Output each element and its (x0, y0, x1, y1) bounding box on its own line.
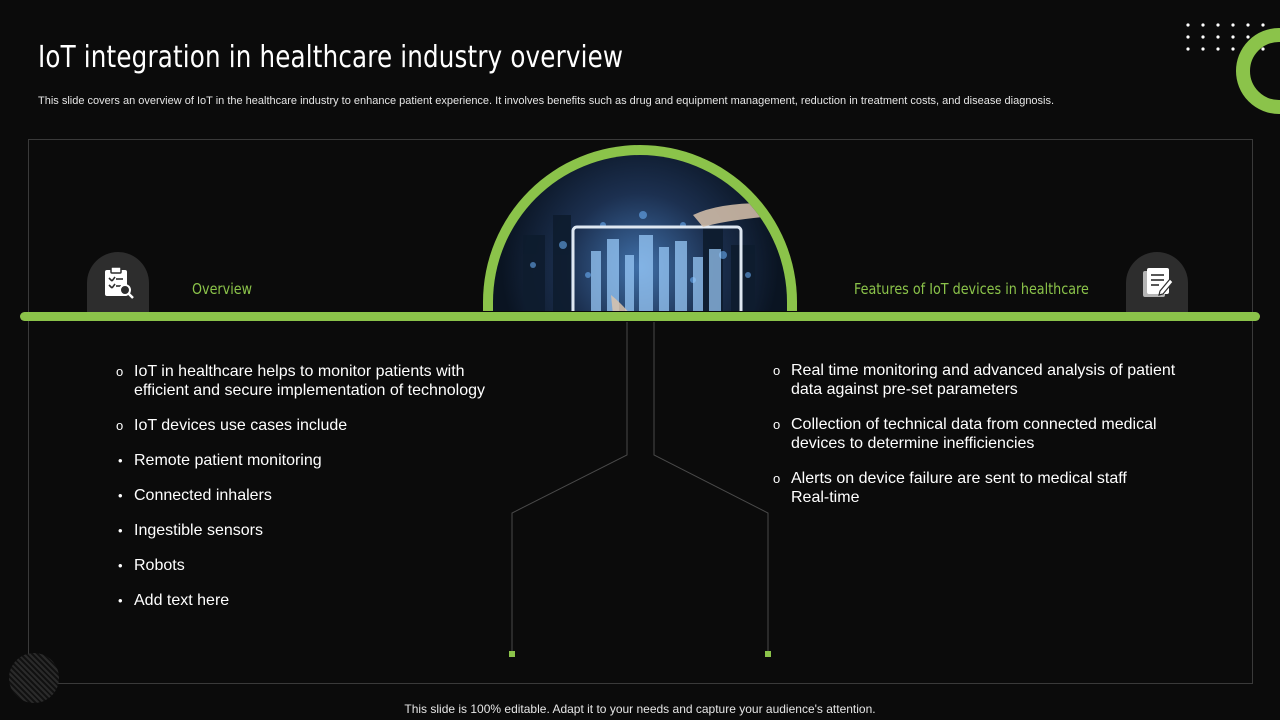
overview-icon-tab (87, 252, 149, 312)
circle-bullet-icon (773, 361, 785, 380)
circle-bullet-icon (773, 469, 785, 488)
footer-note: This slide is 100% editable. Adapt it to… (404, 702, 876, 716)
smart-city-image (493, 155, 787, 311)
circle-bullet-icon (116, 416, 128, 435)
circle-bullet-icon (773, 415, 785, 434)
features-list: Real time monitoring and advanced analys… (773, 361, 1213, 507)
circle-bullet-icon (116, 362, 128, 381)
overview-label: Overview (192, 280, 253, 298)
features-label: Features of IoT devices in healthcare (854, 280, 1089, 298)
clipboard-search-icon (105, 266, 134, 299)
features-icon-tab (1126, 252, 1188, 312)
list-item: Robots (118, 556, 185, 575)
list-item: Remote patient monitoring (118, 451, 322, 470)
page-subtitle: This slide covers an overview of IoT in … (38, 95, 1055, 107)
list-item: Alerts on device failure are sent to med… (773, 469, 1213, 507)
decorative-hatched-circle (9, 653, 59, 703)
city-tablet-illustration (523, 203, 763, 311)
list-item: Collection of technical data from connec… (773, 415, 1213, 453)
divider-bar (20, 312, 1260, 321)
list-item: Add text here (118, 591, 230, 610)
overview-list: IoT in healthcare helps to monitor patie… (116, 362, 506, 610)
document-edit-icon (1143, 268, 1174, 297)
content-frame (28, 139, 1253, 684)
list-item: Ingestible sensors (118, 521, 263, 540)
page-title: IoT integration in healthcare industry o… (38, 40, 624, 75)
list-item: IoT devices use cases include (116, 416, 506, 435)
list-item: Real time monitoring and advanced analys… (773, 361, 1213, 399)
list-item: Connected inhalers (118, 486, 272, 505)
list-item: IoT in healthcare helps to monitor patie… (116, 362, 506, 400)
